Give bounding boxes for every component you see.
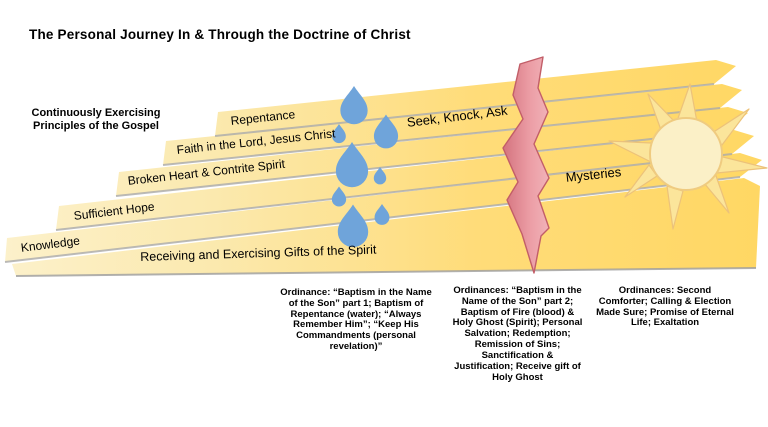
beam-faith: [163, 84, 742, 165]
beam-separators: [4, 83, 757, 277]
lightning-bolt-icon: [502, 56, 550, 274]
beam-receiving: [12, 178, 760, 276]
continuous-principles-note: Continuously Exercising Principles of th…: [31, 107, 161, 133]
sun-disc: [649, 117, 723, 191]
caption-ordinances-first: Ordinance: “Baptism in the Name of the S…: [280, 287, 432, 353]
caption-ordinances-second: Ordinances: “Baptism in the Name of the …: [452, 285, 583, 383]
beam-sufficient-hope: [56, 130, 754, 230]
beam-broken-heart: [116, 107, 748, 196]
sun-icon: [608, 83, 768, 230]
page-title: The Personal Journey In & Through the Do…: [29, 27, 411, 42]
beam-fan: [5, 60, 762, 276]
caption-ordinances-third: Ordinances: Second Comforter; Calling & …: [596, 285, 734, 329]
